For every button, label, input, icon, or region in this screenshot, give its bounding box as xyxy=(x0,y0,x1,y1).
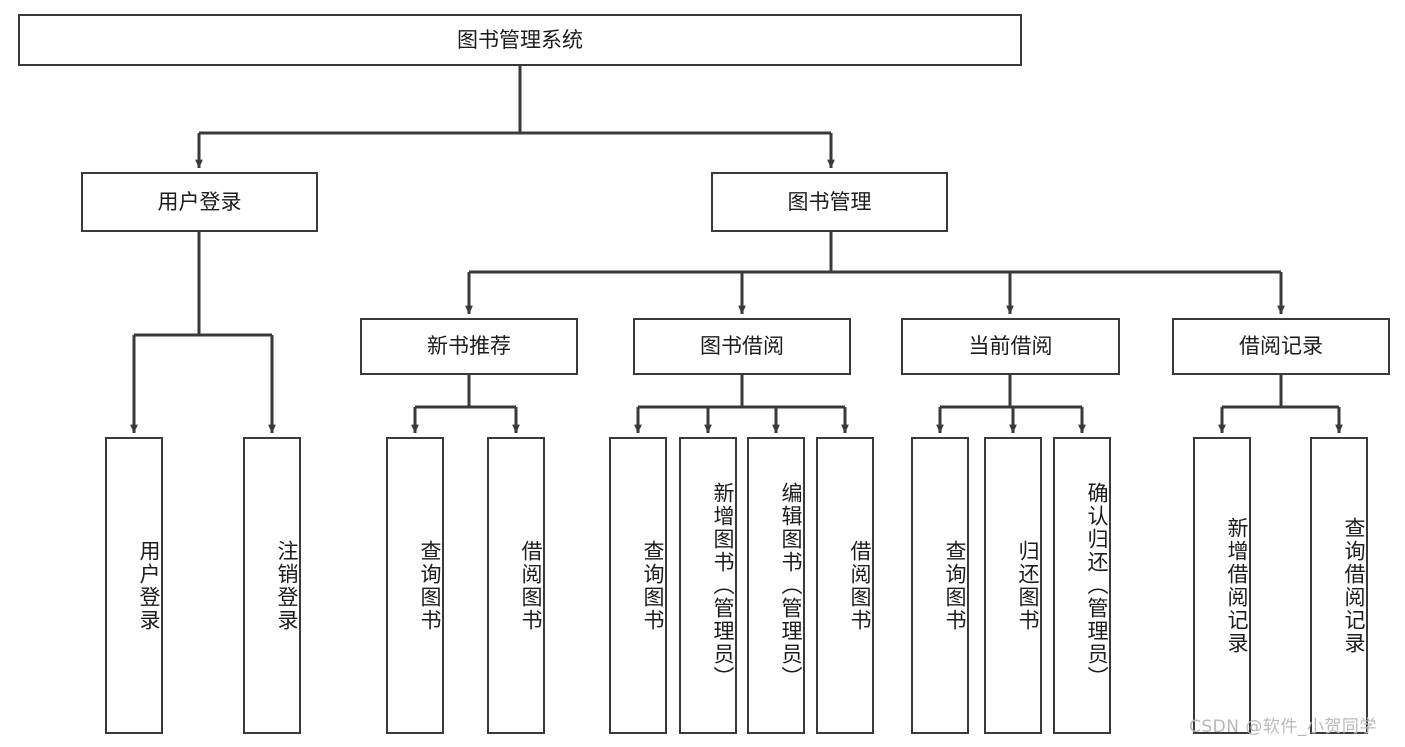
node-new-book-recommend[interactable]: 新书推荐 xyxy=(360,318,578,375)
node-current-borrow[interactable]: 当前借阅 xyxy=(901,318,1120,375)
node-book-management[interactable]: 图书管理 xyxy=(711,172,948,232)
leaf-node[interactable]: 新增借阅记录 xyxy=(1193,437,1251,734)
leaf-node[interactable]: 查询图书 xyxy=(386,437,444,734)
leaf-node[interactable]: 查询图书 xyxy=(609,437,667,734)
leaf-node-label: 确认归还（管理员） xyxy=(1085,482,1109,689)
leaf-node-label: 归还图书 xyxy=(1016,539,1040,632)
leaf-node-label: 新增图书（管理员） xyxy=(711,482,735,689)
leaf-node[interactable]: 归还图书 xyxy=(984,437,1042,734)
node-new-book-recommend-label: 新书推荐 xyxy=(427,334,511,359)
leaf-node-label: 查询借阅记录 xyxy=(1342,516,1366,655)
leaf-node-label: 借阅图书 xyxy=(519,539,543,632)
leaf-node[interactable]: 查询借阅记录 xyxy=(1310,437,1368,734)
node-user-login[interactable]: 用户登录 xyxy=(81,172,318,232)
node-root-label: 图书管理系统 xyxy=(457,27,583,52)
node-borrow-record-label: 借阅记录 xyxy=(1239,334,1323,359)
leaf-node-label: 注销登录 xyxy=(275,539,299,632)
leaf-node-label: 查询图书 xyxy=(418,539,442,632)
node-borrow-record[interactable]: 借阅记录 xyxy=(1172,318,1390,375)
leaf-node[interactable]: 查询图书 xyxy=(911,437,969,734)
leaf-node[interactable]: 编辑图书（管理员） xyxy=(747,437,805,734)
leaf-node[interactable]: 借阅图书 xyxy=(487,437,545,734)
csdn-watermark: CSDN @软件_小贺同学 xyxy=(1189,717,1377,737)
leaf-node[interactable]: 注销登录 xyxy=(243,437,301,734)
leaf-node-label: 借阅图书 xyxy=(848,539,872,632)
leaf-node[interactable]: 用户登录 xyxy=(105,437,163,734)
node-user-login-label: 用户登录 xyxy=(157,189,242,214)
leaf-node-label: 新增借阅记录 xyxy=(1225,516,1249,655)
leaf-node-label: 查询图书 xyxy=(641,539,665,632)
leaf-node[interactable]: 借阅图书 xyxy=(816,437,874,734)
leaf-node-label: 编辑图书（管理员） xyxy=(779,482,803,689)
node-book-management-label: 图书管理 xyxy=(787,189,872,214)
leaf-node[interactable]: 确认归还（管理员） xyxy=(1053,437,1111,734)
leaf-node-label: 查询图书 xyxy=(943,539,967,632)
node-book-borrow[interactable]: 图书借阅 xyxy=(633,318,851,375)
leaf-node[interactable]: 新增图书（管理员） xyxy=(679,437,737,734)
node-root[interactable]: 图书管理系统 xyxy=(18,14,1022,66)
leaf-node-label: 用户登录 xyxy=(137,539,161,632)
node-current-borrow-label: 当前借阅 xyxy=(968,334,1053,359)
node-book-borrow-label: 图书借阅 xyxy=(700,334,784,359)
